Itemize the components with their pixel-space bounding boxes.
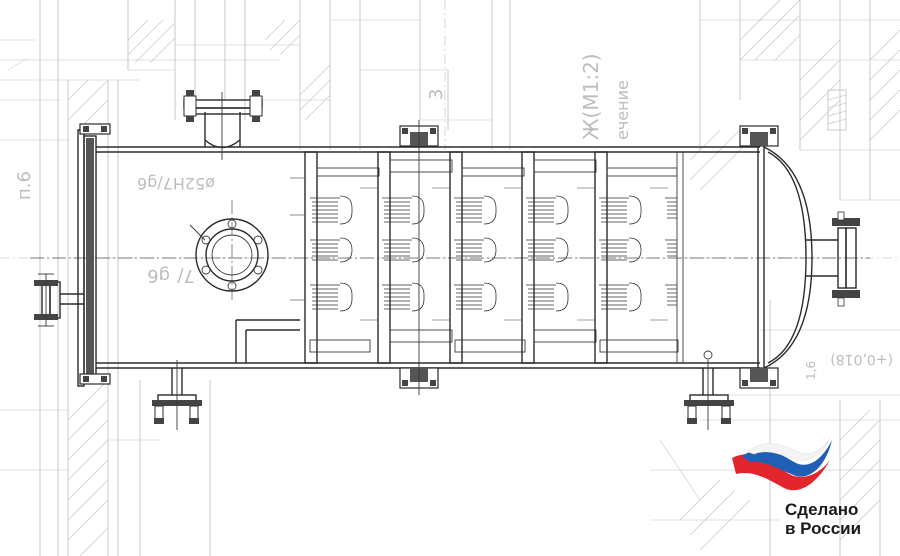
left-flange-bolts bbox=[79, 123, 111, 385]
hatch-block-left bbox=[67, 79, 109, 556]
background-labels: п.6 ø52H7/g6 g6 7/ Ж(М1:2) ечение 3 (+0,… bbox=[14, 53, 893, 380]
heat-exchanger bbox=[30, 90, 870, 430]
bottom-left-nozzle bbox=[152, 360, 202, 430]
label-scale: Ж(М1:2) bbox=[579, 53, 603, 140]
label-fit-mid: g6 bbox=[147, 265, 170, 286]
section-3 bbox=[449, 151, 526, 364]
middle-flange bbox=[399, 120, 439, 395]
right-end-flange bbox=[739, 125, 779, 389]
inspection-flange bbox=[189, 200, 269, 300]
section-2 bbox=[377, 151, 453, 364]
section-4 bbox=[521, 151, 597, 364]
made-in-russia-caption: Сделано в России bbox=[785, 500, 895, 538]
flag-ribbon-white bbox=[747, 437, 831, 461]
caption-line-2: в России bbox=[785, 519, 862, 538]
flag-ribbon-blue bbox=[742, 440, 832, 477]
top-nozzle bbox=[183, 90, 263, 160]
fin-blocks bbox=[310, 195, 677, 312]
label-number-3: 3 bbox=[426, 89, 447, 100]
label-section: ечение bbox=[613, 80, 632, 140]
caption-line-1: Сделано bbox=[785, 500, 859, 519]
left-side-nozzle bbox=[34, 273, 84, 327]
label-fit-mid-frac: 7/ bbox=[177, 265, 195, 286]
hatch-block-top bbox=[127, 19, 331, 121]
label-fit-top: ø52H7/g6 bbox=[137, 174, 215, 193]
tube-sections bbox=[290, 151, 684, 364]
section-1 bbox=[304, 151, 380, 364]
section-5 bbox=[594, 151, 679, 364]
label-tolerance: (+0,018) bbox=[830, 351, 893, 367]
label-roughness: 1,6 bbox=[804, 361, 818, 380]
flag-ribbon-red bbox=[732, 454, 830, 491]
bottom-right-nozzle bbox=[684, 350, 734, 430]
made-in-russia-logo bbox=[732, 437, 832, 491]
right-outlet-nozzle bbox=[806, 211, 860, 307]
label-dim-left: п.6 bbox=[14, 171, 35, 200]
